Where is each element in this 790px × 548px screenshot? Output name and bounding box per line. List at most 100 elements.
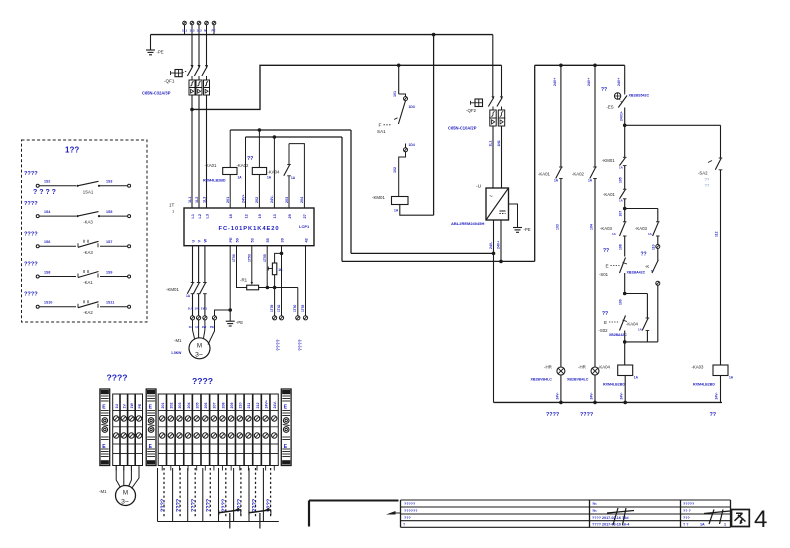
svg-text:1A: 1A: [267, 176, 272, 180]
svg-text:101: 101: [393, 91, 397, 97]
svg-text:W: W: [204, 239, 208, 243]
svg-text:1L3: 1L3: [197, 29, 203, 33]
svg-text:-KA03: -KA03: [692, 365, 705, 370]
svg-text:E: E: [284, 405, 288, 411]
svg-text:201: 201: [226, 197, 230, 203]
svg-text:18: 18: [229, 214, 233, 218]
svg-text:E: E: [102, 405, 106, 411]
svg-text:1A: 1A: [291, 176, 296, 180]
svg-text:42: 42: [304, 238, 308, 242]
svg-text:203: 203: [178, 403, 182, 409]
svg-text:-KA01: -KA01: [205, 163, 218, 168]
svg-text:????: ????: [24, 171, 38, 177]
svg-text:108: 108: [618, 244, 622, 250]
svg-text:PE: PE: [212, 29, 216, 33]
svg-text:??: ??: [705, 183, 710, 188]
svg-text:-KA3: -KA3: [83, 250, 93, 255]
svg-text:??: ??: [705, 177, 710, 182]
svg-text:105: 105: [618, 177, 622, 183]
svg-text:1A: 1A: [588, 179, 593, 183]
svg-text:3~: 3~: [195, 352, 203, 359]
svg-text:????: ????: [298, 339, 304, 351]
svg-text:E: E: [284, 444, 288, 450]
svg-text:1S11: 1S11: [106, 301, 114, 305]
svg-text:24V+: 24V+: [617, 78, 621, 86]
svg-text:12: 12: [244, 214, 248, 218]
svg-text:1A: 1A: [554, 179, 559, 183]
svg-text:1D4: 1D4: [409, 143, 415, 147]
svg-text:?????: ?????: [404, 502, 416, 506]
svg-text:-KA03: -KA03: [635, 226, 648, 231]
svg-text:50: 50: [235, 238, 239, 242]
svg-text:????: ????: [206, 499, 212, 512]
svg-text:E: E: [606, 264, 609, 269]
svg-text:103: 103: [556, 224, 560, 230]
svg-text:??: ??: [601, 87, 607, 93]
svg-text:?????: ?????: [683, 502, 695, 506]
svg-text:??: ??: [602, 311, 608, 317]
svg-text:1T55: 1T55: [263, 254, 267, 262]
svg-text:1U1: 1U1: [188, 307, 194, 311]
svg-text:PE: PE: [229, 237, 233, 243]
svg-text:211: 211: [247, 403, 251, 409]
svg-text:1V: 1V: [195, 325, 199, 329]
svg-text:M: M: [197, 343, 202, 350]
svg-text:1A: 1A: [612, 232, 617, 236]
svg-text:???: ???: [404, 516, 412, 520]
svg-text:1N1: 1N1: [497, 140, 501, 146]
svg-text:1A: 1A: [619, 199, 624, 203]
svg-text:-KA01: -KA01: [603, 192, 616, 197]
svg-text:1D3: 1D3: [409, 105, 415, 109]
svg-text:107: 107: [618, 211, 622, 217]
svg-text:24V-: 24V-: [556, 393, 560, 400]
svg-text:5: 5: [651, 269, 653, 273]
svg-text:201: 201: [161, 403, 165, 409]
svg-text:C65N-C32A/3P: C65N-C32A/3P: [142, 91, 171, 96]
svg-text:?: ?: [403, 523, 406, 527]
svg-text:-PE: -PE: [524, 227, 531, 232]
svg-text:?h: ?h: [592, 502, 597, 506]
svg-text:~: ~: [489, 193, 493, 200]
svg-text:53: 53: [251, 238, 255, 242]
svg-text:1T50: 1T50: [232, 254, 236, 262]
svg-text:208: 208: [221, 403, 225, 409]
svg-text:1S3: 1S3: [106, 180, 112, 184]
svg-text:PE: PE: [138, 403, 142, 408]
svg-text:1: 1: [172, 209, 175, 214]
svg-text:FC-101PK1K4E20: FC-101PK1K4E20: [219, 226, 280, 232]
svg-text:????: ????: [267, 499, 273, 512]
svg-text:????: ????: [161, 499, 167, 512]
svg-text:????: ????: [237, 499, 243, 512]
svg-text:-KA04: -KA04: [268, 170, 281, 175]
svg-text:??: ??: [641, 252, 647, 258]
svg-text:-KM01: -KM01: [602, 158, 615, 163]
svg-text:1L1: 1L1: [182, 29, 188, 33]
svg-text:1K: 1K: [278, 268, 283, 272]
svg-text:C65N-C10A/2P: C65N-C10A/2P: [448, 126, 477, 131]
svg-text:-HR: -HR: [578, 365, 586, 370]
svg-text:1S4: 1S4: [44, 210, 50, 214]
svg-text:1L2: 1L2: [190, 29, 196, 33]
svg-text:-PE: -PE: [157, 50, 164, 55]
svg-text:204: 204: [300, 196, 304, 203]
svg-text:1A: 1A: [638, 328, 643, 332]
svg-text:1U: 1U: [189, 325, 193, 329]
svg-text:??????: ??????: [404, 509, 418, 513]
svg-text:205: 205: [195, 403, 199, 409]
svg-text:LCP1: LCP1: [299, 224, 310, 229]
svg-text:24V+: 24V+: [587, 78, 591, 86]
svg-text:1L3: 1L3: [202, 197, 206, 203]
svg-text:??: ??: [710, 412, 717, 418]
svg-text:1W: 1W: [130, 403, 134, 409]
svg-text:-S02: -S02: [599, 328, 609, 333]
svg-text:24V-: 24V-: [620, 393, 624, 400]
svg-text:-QF2: -QF2: [466, 108, 477, 113]
svg-text:13: 13: [273, 214, 277, 218]
svg-text:????: ????: [107, 373, 128, 383]
svg-text:E: E: [604, 320, 607, 325]
svg-text:24V+: 24V+: [264, 400, 268, 409]
svg-text:1T42: 1T42: [277, 305, 281, 312]
svg-text:F: F: [379, 123, 382, 129]
svg-text:????: ????: [222, 499, 228, 512]
svg-text:1A: 1A: [648, 232, 653, 236]
